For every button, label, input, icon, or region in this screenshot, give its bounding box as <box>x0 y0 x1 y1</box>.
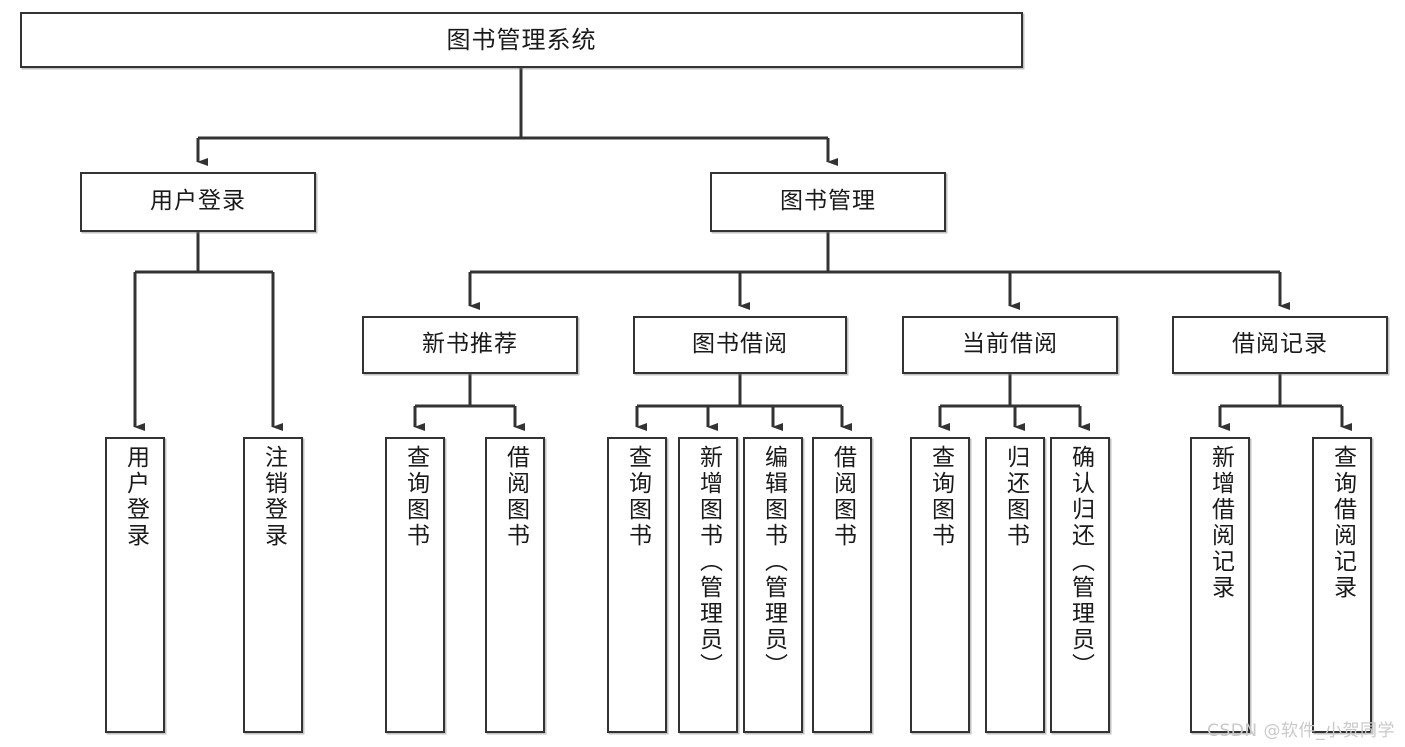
node-leaf-query-book-2-label: 查询图书 <box>624 445 651 549</box>
node-leaf-edit-book[interactable]: 编辑图书（管理员） <box>743 437 803 733</box>
node-leaf-logout-label: 注销登录 <box>260 445 287 549</box>
node-leaf-borrow-book-2-label: 借阅图书 <box>829 445 856 549</box>
node-user-login[interactable]: 用户登录 <box>80 172 316 232</box>
node-leaf-add-record-label: 新增借阅记录 <box>1207 445 1234 601</box>
node-borrow-record[interactable]: 借阅记录 <box>1172 316 1388 374</box>
node-book-manage[interactable]: 图书管理 <box>710 172 946 232</box>
node-leaf-query-book-3-label: 查询图书 <box>927 445 954 549</box>
node-leaf-borrow-book-1[interactable]: 借阅图书 <box>485 437 545 733</box>
node-leaf-query-record-label: 查询借阅记录 <box>1329 445 1356 601</box>
node-book-borrow-label: 图书借阅 <box>692 331 788 358</box>
node-root[interactable]: 图书管理系统 <box>20 12 1023 68</box>
node-leaf-logout[interactable]: 注销登录 <box>243 437 303 733</box>
node-leaf-query-book-1[interactable]: 查询图书 <box>385 437 445 733</box>
node-book-borrow[interactable]: 图书借阅 <box>633 316 847 374</box>
csdn-watermark: CSDN @软件_小贺同学 <box>1207 721 1395 741</box>
node-leaf-query-record[interactable]: 查询借阅记录 <box>1312 437 1372 733</box>
node-current-borrow-label: 当前借阅 <box>962 331 1058 358</box>
node-leaf-confirm-return-label: 确认归还（管理员） <box>1067 445 1094 679</box>
node-leaf-borrow-book-1-label: 借阅图书 <box>502 445 529 549</box>
node-new-book-recommend[interactable]: 新书推荐 <box>362 316 578 374</box>
node-leaf-return-book-label: 归还图书 <box>1002 445 1029 549</box>
node-user-login-label: 用户登录 <box>150 188 246 215</box>
node-leaf-return-book[interactable]: 归还图书 <box>985 437 1045 733</box>
node-leaf-user-login-label: 用户登录 <box>122 445 149 549</box>
node-leaf-query-book-1-label: 查询图书 <box>402 445 429 549</box>
node-leaf-borrow-book-2[interactable]: 借阅图书 <box>812 437 872 733</box>
node-leaf-add-book[interactable]: 新增图书（管理员） <box>678 437 738 733</box>
node-book-manage-label: 图书管理 <box>780 188 876 215</box>
node-borrow-record-label: 借阅记录 <box>1232 331 1328 358</box>
node-leaf-edit-book-label: 编辑图书（管理员） <box>760 445 787 679</box>
node-leaf-user-login[interactable]: 用户登录 <box>105 437 165 733</box>
node-root-label: 图书管理系统 <box>446 25 597 54</box>
node-leaf-query-book-2[interactable]: 查询图书 <box>607 437 667 733</box>
node-leaf-add-book-label: 新增图书（管理员） <box>695 445 722 679</box>
node-leaf-add-record[interactable]: 新增借阅记录 <box>1190 437 1250 733</box>
node-new-book-recommend-label: 新书推荐 <box>422 331 518 358</box>
node-leaf-query-book-3[interactable]: 查询图书 <box>910 437 970 733</box>
node-leaf-confirm-return[interactable]: 确认归还（管理员） <box>1050 437 1110 733</box>
node-current-borrow[interactable]: 当前借阅 <box>902 316 1118 374</box>
